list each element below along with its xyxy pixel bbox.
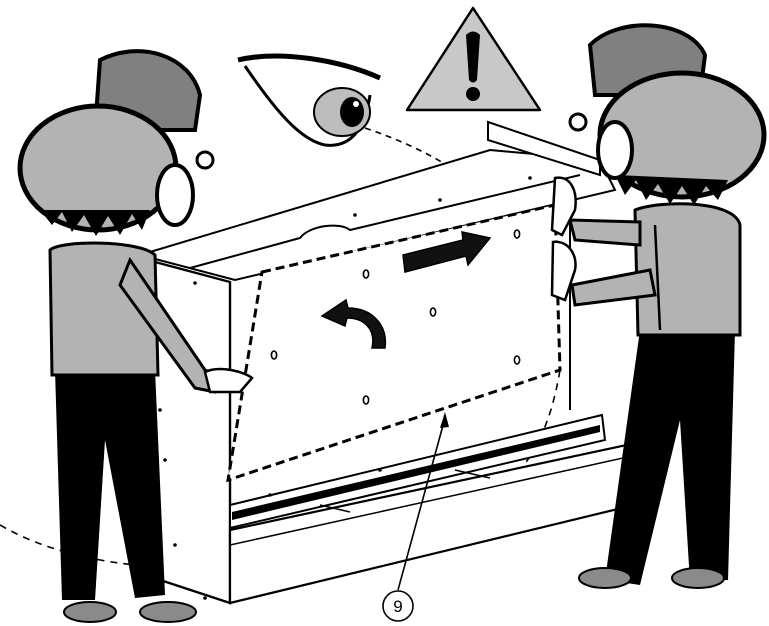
eye-icon [238,56,380,145]
warning-triangle-icon [407,8,540,110]
person-right-arm-upper [570,220,640,245]
person-left-legs [55,370,165,600]
person-right-legs [605,330,735,585]
callout-9-label: 9 [393,597,402,616]
